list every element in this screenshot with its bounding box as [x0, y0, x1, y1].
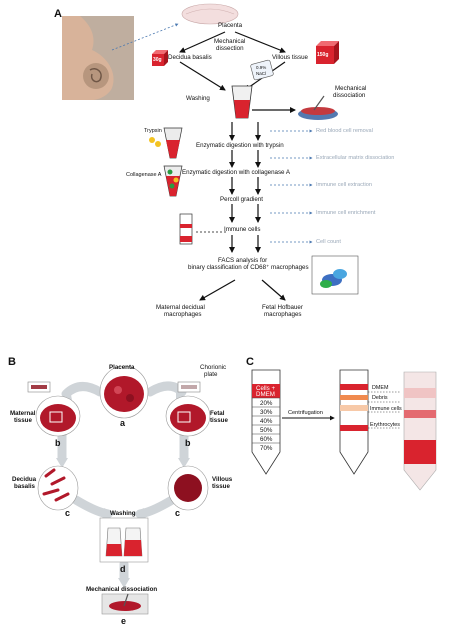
- c-grad-30: 30%: [260, 409, 272, 416]
- c-dmem: DMEM: [372, 385, 388, 392]
- c-grad-40: 40%: [260, 418, 272, 425]
- c-grad-20: 20%: [260, 400, 272, 407]
- centrifuge-tube-photo: [404, 372, 436, 490]
- c-centrifugation: Centrifugation: [288, 410, 323, 417]
- c-immune-cells: Immune cells: [370, 406, 402, 413]
- c-grad-50: 50%: [260, 427, 272, 434]
- c-grad-70: 70%: [260, 445, 272, 452]
- c-grad-60: 60%: [260, 436, 272, 443]
- c-erythrocytes: Erythrocytes: [370, 422, 400, 429]
- c-debris: Debris: [372, 395, 388, 402]
- c-cells-line2: DMEM: [256, 391, 275, 398]
